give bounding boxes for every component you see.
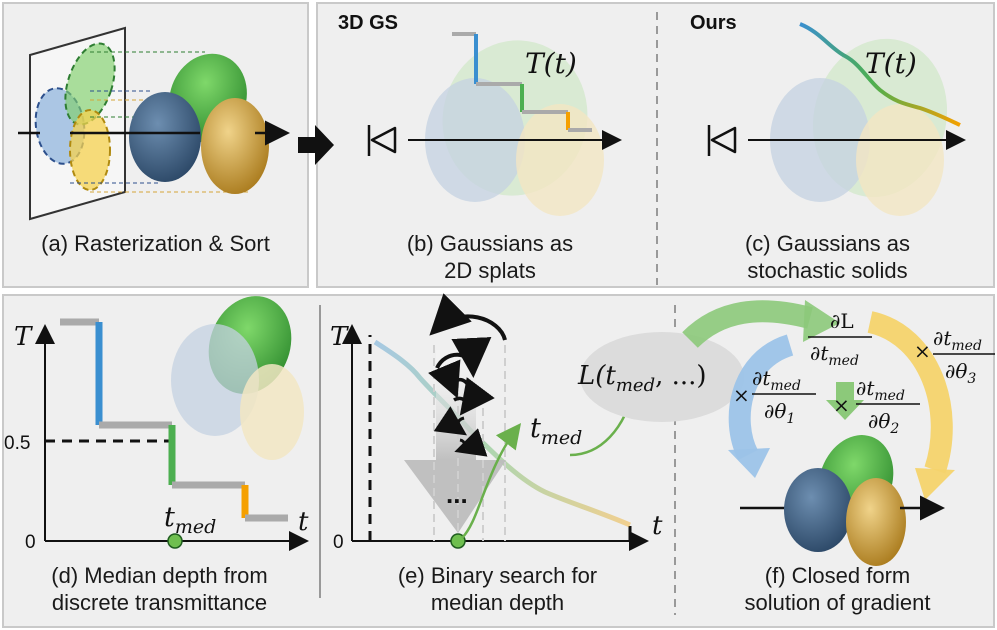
splat-yellow xyxy=(69,109,111,191)
caption-d-2: discrete transmittance xyxy=(51,590,268,615)
eye-icon xyxy=(710,126,737,154)
f-dL-num: ∂L xyxy=(830,309,854,333)
header-3dgs: 3D GS xyxy=(338,12,399,34)
e-dots: ... xyxy=(446,479,468,509)
f-g2-den: ∂θ2 xyxy=(868,409,899,437)
flow-arrow xyxy=(298,125,334,165)
e-x-label: t xyxy=(652,511,663,541)
caption-b-2: 2D splats xyxy=(444,258,536,283)
e-y-label: T xyxy=(330,322,349,352)
panel-a-illustration xyxy=(18,26,290,221)
f-g1-den: ∂θ1 xyxy=(764,399,795,427)
d-step-curve xyxy=(60,318,288,522)
caption-a: (a) Rasterization & Sort xyxy=(41,231,270,256)
panel-b-illustration: T(t) xyxy=(367,32,622,216)
f-times-1: × xyxy=(733,383,750,407)
f-g3-num: ∂tmed xyxy=(933,326,982,354)
f-times-3: × xyxy=(914,339,931,363)
caption-e-1: (e) Binary search for xyxy=(397,563,598,588)
e-tick-zero: 0 xyxy=(333,532,344,553)
e-search-arrowhead xyxy=(404,460,506,533)
d-median-label: tmed xyxy=(164,502,216,538)
f-g2-num: ∂tmed xyxy=(856,376,905,404)
smooth-transmittance-c xyxy=(799,22,961,127)
header-ours: Ours xyxy=(690,12,737,34)
d-tick-half: 0.5 xyxy=(4,433,30,454)
panel-e-illustration: ... T t 0 tmed xyxy=(330,293,663,553)
caption-d-1: (d) Median depth from xyxy=(51,563,268,588)
panel-c-illustration: T(t) xyxy=(707,22,966,216)
e-median-point xyxy=(450,533,466,549)
f-dL-den: ∂tmed xyxy=(810,341,859,369)
step-transmittance-b xyxy=(452,32,592,132)
panel-f-illustration: L(tmed, ...) ∂L ∂tmed × ∂tmed ∂θ1 × ∂tme… xyxy=(577,300,995,566)
caption-b-1: (b) Gaussians as xyxy=(406,231,574,256)
caption-f-2: solution of gradient xyxy=(744,590,931,615)
curve-label-c: T(t) xyxy=(865,47,917,80)
panel-d-illustration: T t 0.5 0 tmed xyxy=(4,296,309,553)
f-loss-label: L(tmed, ...) xyxy=(577,361,707,396)
gaussian-gold xyxy=(201,98,269,194)
f-g3-den: ∂θ3 xyxy=(945,359,976,387)
caption-f-1: (f) Closed form xyxy=(764,563,911,588)
e-search-step-1 xyxy=(429,293,507,341)
d-tick-zero: 0 xyxy=(25,532,36,553)
d-median-point xyxy=(167,533,183,549)
d-y-label: T xyxy=(14,322,33,352)
f-times-2: × xyxy=(833,393,850,417)
e-search-shaft xyxy=(436,350,476,460)
d-x-label: t xyxy=(298,507,309,537)
f-g1-num: ∂tmed xyxy=(752,366,801,394)
caption-c-2: stochastic solids xyxy=(747,258,908,283)
f-loss-cloud xyxy=(580,332,744,422)
gaussian-blue xyxy=(129,92,201,182)
caption-e-2: median depth xyxy=(430,590,565,615)
caption-c-1: (c) Gaussians as xyxy=(744,231,911,256)
e-median-label: tmed xyxy=(530,413,582,449)
eye-icon xyxy=(370,126,397,154)
curve-label-b: T(t) xyxy=(525,47,577,80)
